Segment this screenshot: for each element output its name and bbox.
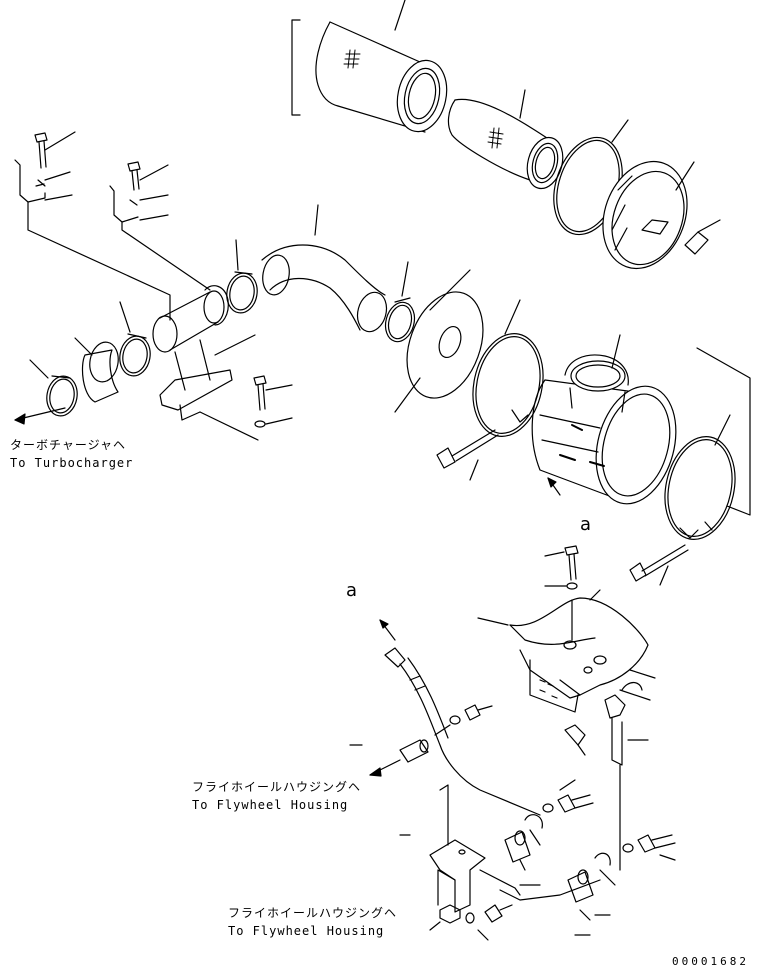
bolt-pipe-bracket: [200, 376, 292, 440]
cleaner-cover: [589, 150, 702, 281]
bolt-upper-left-2: [110, 162, 168, 222]
cleaner-body: [532, 335, 688, 513]
evacuator-valve: [685, 220, 720, 254]
clip-1: [525, 815, 542, 845]
spacer-tube-3: [568, 870, 593, 920]
clip-2: [595, 853, 615, 885]
saddle-bracket: [478, 598, 648, 712]
callout-a-lower: a: [346, 580, 358, 601]
label-flywheel-2-en: To Flywheel Housing: [228, 924, 385, 938]
fitting-right: [605, 683, 648, 766]
intake-pipe: [153, 286, 228, 352]
leader-lines-left: [28, 202, 210, 320]
bolt-body-left: [437, 430, 498, 480]
arrow-a-lower: [380, 620, 395, 640]
drawing-number: 00001682: [672, 955, 749, 968]
mesh-symbol: [344, 50, 360, 68]
mesh-symbol-2: [488, 128, 503, 148]
hose-sleeve-left: [75, 338, 121, 402]
hose-clamp-elbow: [224, 240, 260, 315]
arrow-turbocharger: [15, 408, 65, 424]
breather-tube: [385, 648, 540, 815]
nut-lower: [430, 905, 460, 930]
spacer-tube-2: [505, 831, 530, 870]
plug-fitting: [565, 725, 585, 755]
hose-clamp-left-2: [30, 360, 80, 418]
inner-filter-element: [448, 90, 568, 193]
clamp-disc: [393, 270, 496, 412]
leader-saddle: [620, 670, 655, 700]
bolt-tube-3: [623, 835, 675, 860]
bolt-saddle: [545, 546, 578, 640]
bolt-lower: [466, 905, 512, 940]
elbow-hose: [260, 205, 391, 335]
hose-clamp-left-1: [117, 302, 153, 378]
lower-l-bracket: [400, 835, 485, 912]
bolt-tube-1: [435, 705, 492, 735]
bolt-body-right: [630, 545, 688, 585]
arrow-flywheel-1: [370, 760, 400, 776]
pipe-bracket: [160, 335, 255, 420]
arrow-a-upper: [548, 478, 560, 495]
label-flywheel-2-jp: フライホイールハウジングヘ: [228, 906, 398, 920]
arrow-a-body: [590, 590, 600, 600]
bolt-upper-left-1: [15, 132, 75, 202]
label-flywheel-1-jp: フライホイールハウジングヘ: [192, 780, 362, 794]
clamp-band-front: [464, 300, 552, 443]
outer-filter-element: [316, 0, 453, 140]
bolt-tube-2: [543, 780, 593, 812]
label-turbocharger-jp: ターボチャージャヘ: [10, 438, 127, 452]
clamp-band-rear: [656, 415, 744, 546]
leader-lines-lower: [350, 745, 620, 935]
group-bracket-top: [292, 20, 300, 115]
spacer-tube-1: [400, 740, 428, 762]
hose-clamp-mid: [381, 262, 418, 345]
label-flywheel-1-en: To Flywheel Housing: [192, 798, 349, 812]
label-turbocharger-en: To Turbocharger: [10, 456, 134, 470]
group-bracket-right: [697, 348, 750, 515]
callout-a-upper: a: [580, 514, 592, 535]
